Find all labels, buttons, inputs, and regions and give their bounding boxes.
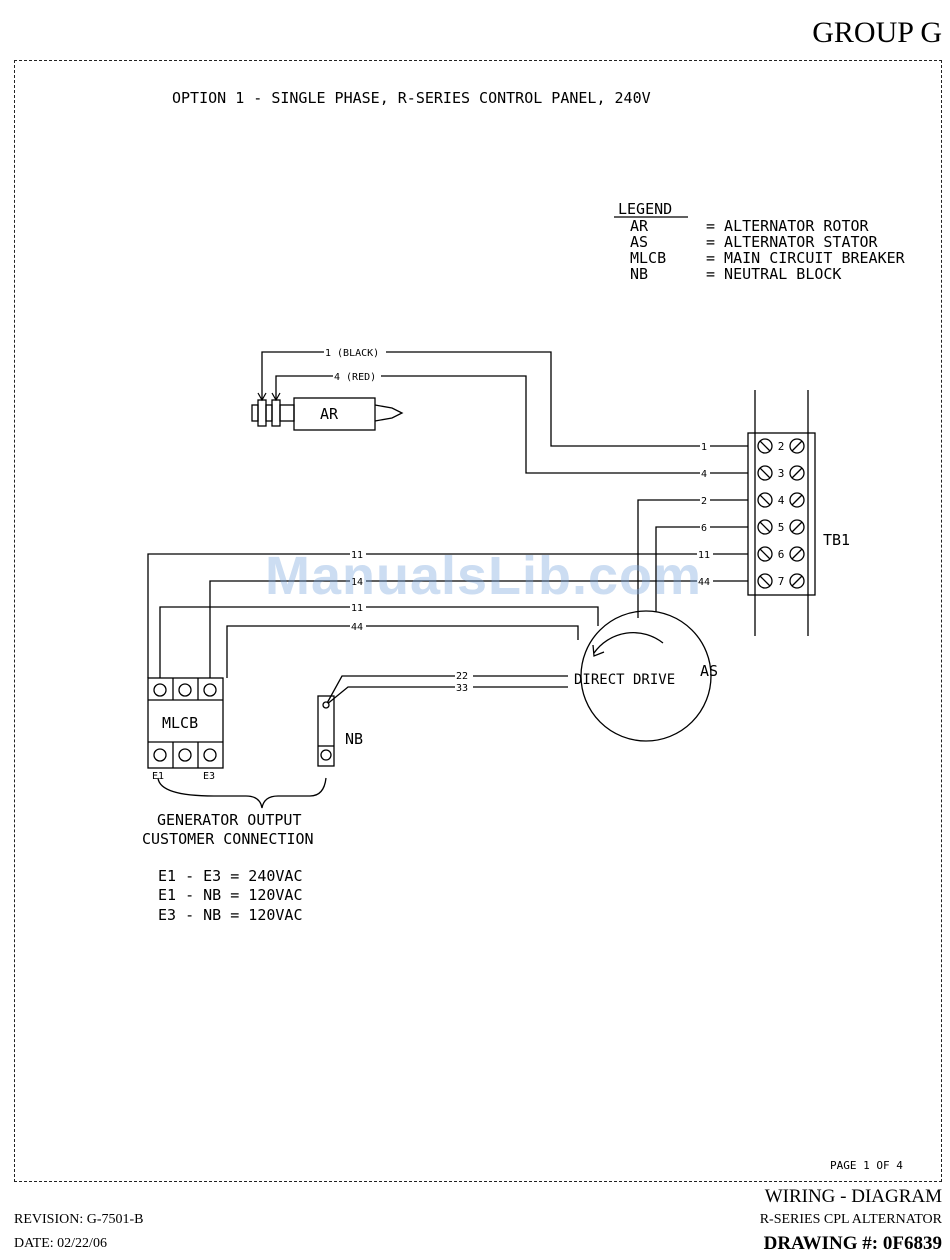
legend-abbr-as: AS — [630, 233, 648, 251]
legend-abbr-ar: AR — [630, 217, 649, 235]
neutral-terminal-top — [322, 701, 330, 709]
tb1-screws — [757, 438, 805, 589]
neutral-terminal-bottom — [320, 749, 332, 761]
slip-ring-1 — [257, 399, 267, 427]
terminal-2: 2 — [778, 440, 785, 453]
breaker-e3-label: E3 — [203, 771, 215, 782]
rotor-label: AR — [320, 405, 339, 423]
wire-33 — [325, 686, 568, 706]
neutral-block-body — [317, 695, 335, 767]
breaker-e1-label: E1 — [152, 771, 164, 782]
drawing-number: DRAWING #: 0F6839 — [763, 1233, 942, 1254]
wire-6 — [655, 526, 748, 612]
terminal-6: 6 — [778, 548, 785, 561]
wire-label-44-low: 44 — [351, 622, 363, 633]
tb1-body — [747, 432, 816, 596]
stator-circle — [580, 610, 712, 742]
diagram-title: OPTION 1 - SINGLE PHASE, R-SERIES CONTRO… — [172, 89, 651, 107]
legend-text-as: = ALTERNATOR STATOR — [706, 233, 879, 251]
legend-abbr-nb: NB — [630, 265, 648, 283]
wire-label-14: 14 — [351, 577, 363, 588]
mlcb-terminal-bottom-1 — [153, 748, 167, 762]
mlcb-terminal-bottom-3 — [203, 748, 217, 762]
mlcb-terminal-top-1 — [153, 683, 167, 697]
revision-label: REVISION: G-7501-B — [14, 1212, 144, 1227]
output-line-2: CUSTOMER CONNECTION — [142, 830, 314, 848]
wire-1-black — [261, 351, 748, 447]
rotation-arrow — [593, 632, 664, 654]
terminal-4: 4 — [778, 494, 785, 507]
output-line-1: GENERATOR OUTPUT — [157, 811, 302, 829]
wire-4-red — [275, 375, 748, 474]
wire-11-tb — [147, 553, 748, 678]
legend-abbr-mlcb: MLCB — [630, 249, 666, 267]
wire-label-black: 1 (BLACK) — [325, 348, 379, 359]
terminal-3: 3 — [778, 467, 785, 480]
legend-text-ar: = ALTERNATOR ROTOR — [706, 217, 870, 235]
wire-label-11-top: 11 — [351, 550, 363, 561]
neutral-block-label: NB — [345, 730, 363, 748]
wire-label-red: 4 (RED) — [334, 372, 376, 383]
wire-2 — [637, 499, 748, 618]
legend-heading: LEGEND — [618, 200, 672, 218]
output-eq-1: E1 - E3 = 240VAC — [158, 867, 303, 885]
mlcb-terminal-bottom-2 — [178, 748, 192, 762]
slip-ring-2 — [271, 399, 281, 427]
watermark: ManualsLib.com — [265, 546, 703, 606]
stator-tag: AS — [700, 662, 718, 680]
terminal-5: 5 — [778, 521, 785, 534]
output-bracket — [157, 777, 327, 809]
wire-label-4: 4 — [701, 469, 707, 480]
legend-text-mlcb: = MAIN CIRCUIT BREAKER — [706, 249, 906, 267]
rotor-shaft-segment-2 — [279, 404, 295, 422]
page-number: PAGE 1 OF 4 — [830, 1159, 903, 1172]
rotor-body — [293, 397, 376, 431]
title-block-title: WIRING - DIAGRAM — [764, 1186, 942, 1207]
wire-label-44-tb: 44 — [698, 577, 710, 588]
wire-label-6: 6 — [701, 523, 707, 534]
drawing-frame — [14, 60, 942, 1182]
mlcb-terminal-top-2 — [178, 683, 192, 697]
mlcb-body — [147, 677, 224, 769]
breaker-label: MLCB — [162, 714, 198, 732]
title-block-subtitle: R-SERIES CPL ALTERNATOR — [759, 1212, 942, 1227]
output-eq-2: E1 - NB = 120VAC — [158, 886, 303, 904]
group-label: GROUP G — [812, 16, 942, 49]
wire-label-1: 1 — [701, 442, 707, 453]
wire-label-2: 2 — [701, 496, 707, 507]
wire-label-22: 22 — [456, 671, 468, 682]
mlcb-terminal-top-3 — [203, 683, 217, 697]
wire-label-11-tb: 11 — [698, 550, 710, 561]
wire-44-tb — [209, 580, 748, 678]
wire-11-stator — [159, 606, 599, 678]
rotor-end-cap — [251, 404, 259, 422]
wire-44-stator — [226, 625, 579, 678]
wire-22 — [325, 675, 568, 706]
tb1-label: TB1 — [823, 531, 850, 549]
terminal-7: 7 — [778, 575, 785, 588]
stator-center-label: DIRECT DRIVE — [574, 672, 675, 688]
rotation-arrowhead — [592, 644, 605, 657]
rotor-shaft-tip — [374, 404, 404, 422]
rotor-shaft-segment — [265, 404, 273, 422]
wire-label-11-low: 11 — [351, 603, 363, 614]
output-eq-3: E3 - NB = 120VAC — [158, 906, 303, 924]
date-label: DATE: 02/22/06 — [14, 1236, 107, 1251]
wire-label-33: 33 — [456, 683, 468, 694]
legend-text-nb: = NEUTRAL BLOCK — [706, 265, 841, 283]
